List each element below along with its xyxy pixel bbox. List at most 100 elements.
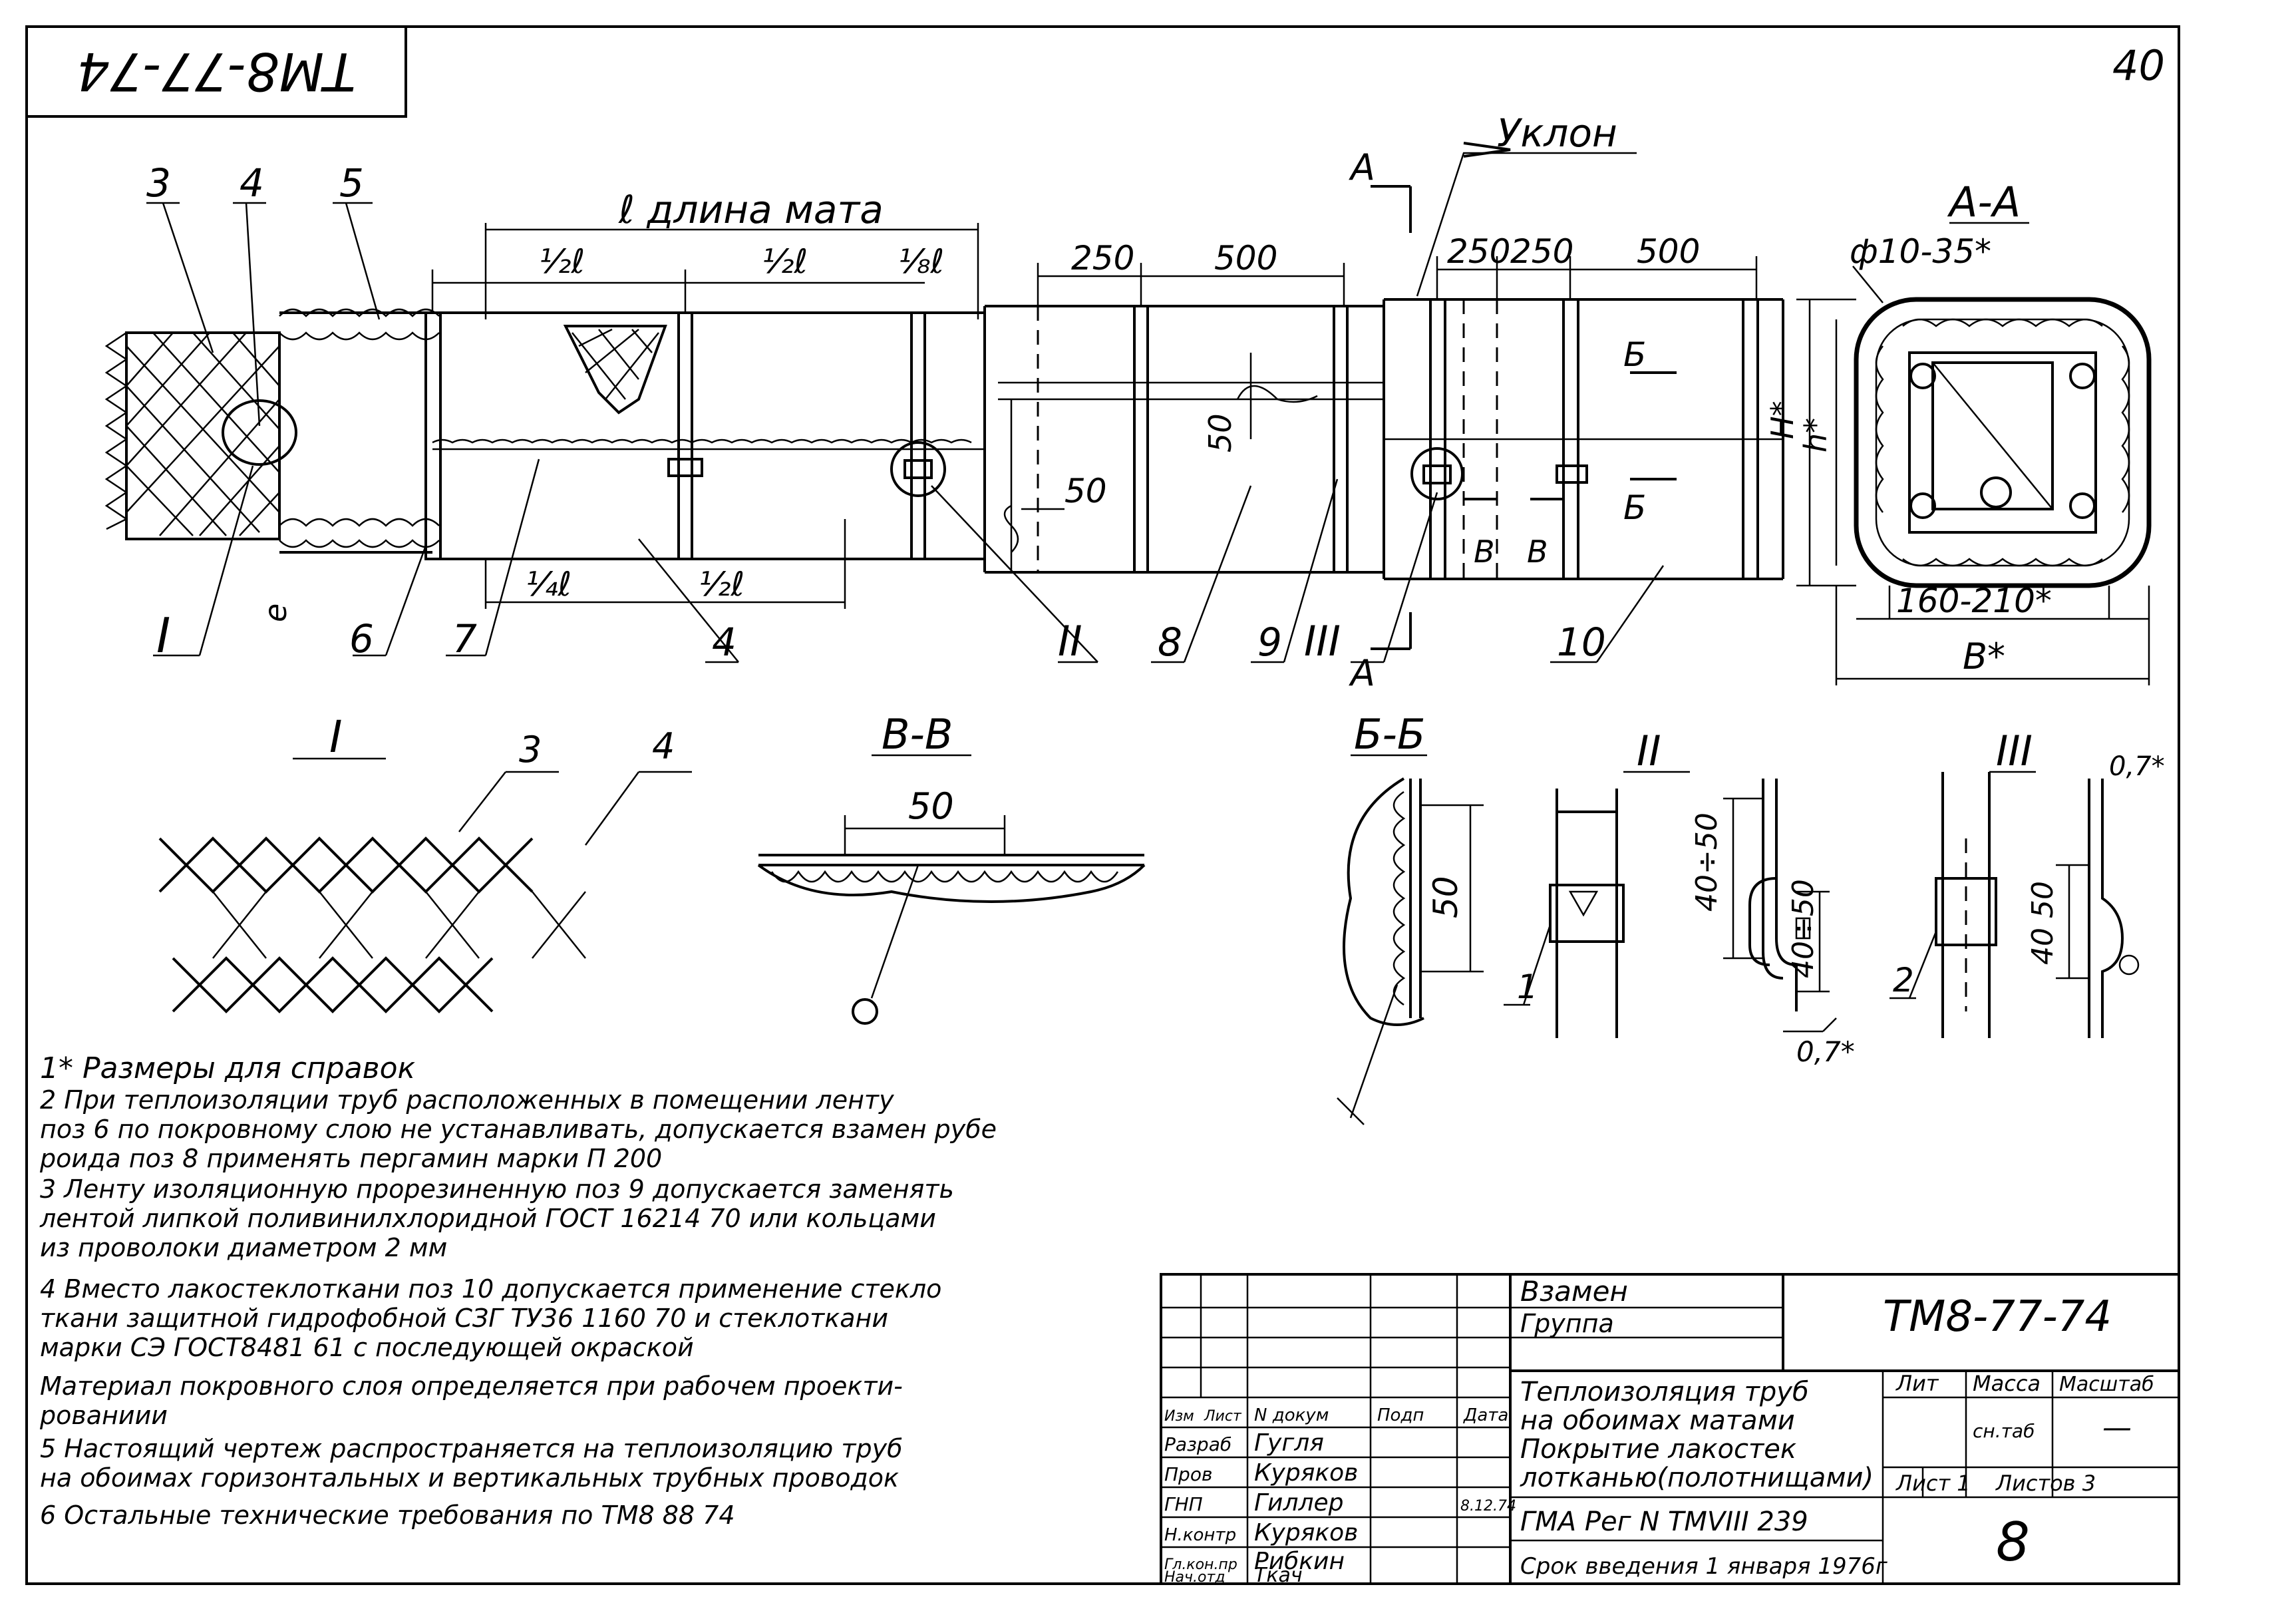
detail-VV: В-В 50 [757,710,1146,1025]
dim-quarter-l: ¼ℓ [526,565,572,604]
note-line-12: рованиии [39,1401,168,1430]
callout-4: 4 [240,160,264,206]
callout-I: I [156,608,170,663]
section-aa-width: 160-210* [1896,582,2052,620]
note-line-13: 5 Настоящий чертеж распространяется на т… [40,1434,903,1463]
tb-r3-role: ГНП [1164,1493,1203,1515]
slope-label: Уклон [1497,110,1617,156]
note-line-3: поз 6 по покровному слою не устанавливат… [40,1115,997,1144]
tb-hdr-izm: Изм [1164,1408,1194,1425]
note-line-7: из проволоки диаметром 2 мм [40,1233,447,1262]
tb-r3-date: 8.12.74 [1460,1498,1516,1515]
dim-half-l-3: ½ℓ [699,565,744,604]
detail-II-dim-3: 0,7* [1796,1035,1855,1068]
tb-sn-tab: сн.таб [1973,1420,2035,1442]
detail-I-callout-4: 4 [652,725,675,767]
notes-block: 1* Размеры для справок 2 При теплоизоляц… [39,1051,997,1530]
callout-4b: 4 [712,620,737,665]
detail-I-title: I [329,711,342,763]
tb-vzamen: Взамен [1520,1275,1628,1308]
detail-III-callout: 2 [1893,961,1914,999]
dim-250a: 250 [1071,239,1134,277]
tb-code: ТМ8-77-74 [1883,1292,2112,1342]
callout-10: 10 [1557,620,1606,665]
dim-500a: 500 [1214,239,1277,277]
dim-250b: 250 [1447,232,1510,271]
tb-r6-role: Нач.отд [1164,1569,1226,1586]
tb-hdr-ndok: N докум [1254,1405,1329,1425]
page-number: 40 [2112,41,2165,90]
section-aa-h: h* [1798,418,1834,452]
tb-r1-role: Разраб [1164,1433,1231,1455]
tb-title-3: Покрытие лакостек [1520,1434,1796,1465]
note-line-14: на обоимах горизонтальных и вертикальных… [40,1463,899,1493]
detail-II-dim-2: 40÷50 [1786,879,1820,978]
note-line-2: 2 При теплоизоляции труб расположенных в… [40,1085,894,1115]
dim-50-vertical: 50 [1202,413,1238,452]
detail-III-title: III [1996,727,2033,775]
dim-250c: 250 [1510,232,1573,271]
detail-BB-title: Б-Б [1354,710,1425,759]
note-line-6: лентой липкой поливинилхлоридной ГОСТ 16… [39,1204,936,1233]
note-line-8: 4 Вместо лакостеклоткани поз 10 допускае… [40,1274,941,1304]
title-block: Взамен Группа ТМ8-77-74 Теплоизоляция тр… [1160,1273,2180,1587]
tb-srok: Срок введения 1 января 1976г [1520,1553,1888,1580]
tb-r5-role: Гл.кон.пр [1164,1556,1237,1573]
tb-r4-name: Куряков [1254,1519,1358,1546]
note-line-9: ткани защитной гидрофобной СЗГ ТУ36 1160… [40,1304,888,1333]
main-pipe-view [104,142,1784,663]
tb-gma: ГМА Рег N ТМVIII 239 [1520,1507,1808,1537]
detail-I: I 3 4 [158,711,692,1013]
callout-8: 8 [1158,620,1182,665]
callout-6: 6 [349,616,374,661]
detail-VV-dim: 50 [908,785,954,827]
tb-hdr-podp: Подп [1377,1405,1424,1425]
detail-III-dim-1: 40 50 [2026,881,2060,965]
detail-BB-dim: 50 [1426,876,1465,918]
tb-listov: Листов 3 [1995,1471,2096,1496]
detail-VV-title: В-В [882,710,953,759]
tb-sheet: 8 [1996,1511,2030,1573]
section-aa: А-А ф10-35* Н* h* 160-210* В* [1764,178,2152,685]
tb-dash: — [2102,1411,2132,1445]
dim-e: е [257,604,293,622]
section-aa-H: Н* [1764,401,1800,439]
dim-50-horizontal: 50 [1065,472,1107,510]
tb-r1-name: Гугля [1254,1429,1324,1457]
detail-I-callout-3: 3 [519,729,542,771]
tb-list: Лист 1 [1895,1471,1971,1496]
tb-masshtab: Масштаб [2059,1373,2154,1396]
callout-7: 7 [452,616,477,661]
outer-frame [25,25,2180,1585]
note-line-5: 3 Ленту изоляционную прорезиненную поз 9… [40,1174,954,1204]
section-A-bottom: А [1349,652,1375,694]
callout-9: 9 [1257,620,1282,665]
tb-title-4: лотканью(полотнищами) [1520,1463,1874,1493]
tb-title-1: Теплоизоляция труб [1520,1377,1809,1407]
note-line-10: марки СЭ ГОСТ8481 61 с последующей окрас… [40,1333,694,1362]
section-B-mark: Б [1623,335,1646,374]
stamp-code: ТМ8-77-74 [77,41,355,100]
main-view-labels: 3 4 5 I 6 7 4 II 8 9 III 10 ℓ длина мата… [146,110,1700,694]
stamp-box [25,25,407,118]
dim-length-label: ℓ длина мата [618,187,884,232]
section-A-top: А [1349,146,1375,188]
callout-II: II [1058,617,1082,665]
dim-500b: 500 [1637,232,1700,271]
callout-3: 3 [146,160,171,206]
detail-BB: Б-Б 50 [1337,710,1484,1125]
dim-half-l-2: ½ℓ [762,242,808,281]
tb-r3-name: Гиллер [1254,1489,1343,1517]
note-line-4: роида поз 8 применять пергамин марки П 2… [39,1144,662,1173]
callout-5: 5 [339,160,364,206]
tb-lit: Лит [1895,1371,1939,1396]
tb-hdr-data: Дата [1463,1405,1508,1425]
callout-III: III [1304,617,1341,665]
detail-II-dim-1: 40÷50 [1690,812,1724,912]
tb-r5-name: Рибкин [1254,1548,1345,1575]
section-aa-title: А-А [1947,178,2021,226]
section-aa-B: В* [1963,635,2005,677]
tb-r2-role: Пров [1164,1463,1212,1485]
section-V-mark: В [1474,534,1495,570]
